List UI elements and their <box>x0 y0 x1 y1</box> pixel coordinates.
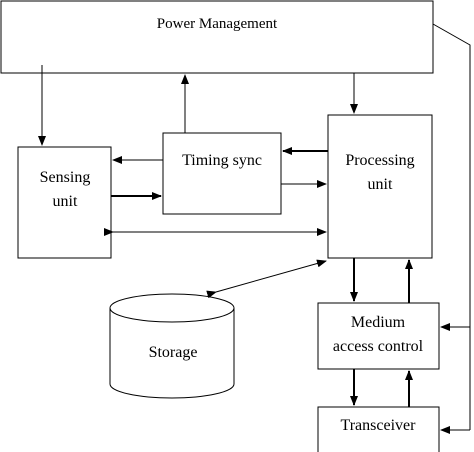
transceiver-label: Transceiver <box>341 417 417 434</box>
processing-unit-label-line2: unit <box>368 176 393 193</box>
storage-cylinder: Storage <box>109 293 235 399</box>
mac-label-line2: access control <box>333 338 424 355</box>
sensing-unit-label-line1: Sensing <box>40 169 91 186</box>
processing-unit-block: Processing unit <box>327 114 433 259</box>
mac-block: Medium access control <box>317 302 440 370</box>
sensing-unit-label-line2: unit <box>53 193 78 210</box>
timing-sync-label: Timing sync <box>182 152 262 169</box>
transceiver-block: Transceiver <box>317 406 440 452</box>
timing-sync-block: Timing sync <box>162 132 282 215</box>
processing-unit-label-line1: Processing <box>345 152 414 169</box>
storage-label: Storage <box>149 344 198 361</box>
power-feed-to-mac <box>432 23 471 331</box>
arrow-processing-storage-bidirectional <box>206 259 327 299</box>
power-management-block: Power Management <box>0 0 434 74</box>
power-management-label: Power Management <box>157 16 278 32</box>
mac-label-line1: Medium <box>351 314 406 331</box>
sensing-unit-block: Sensing unit <box>17 146 112 259</box>
